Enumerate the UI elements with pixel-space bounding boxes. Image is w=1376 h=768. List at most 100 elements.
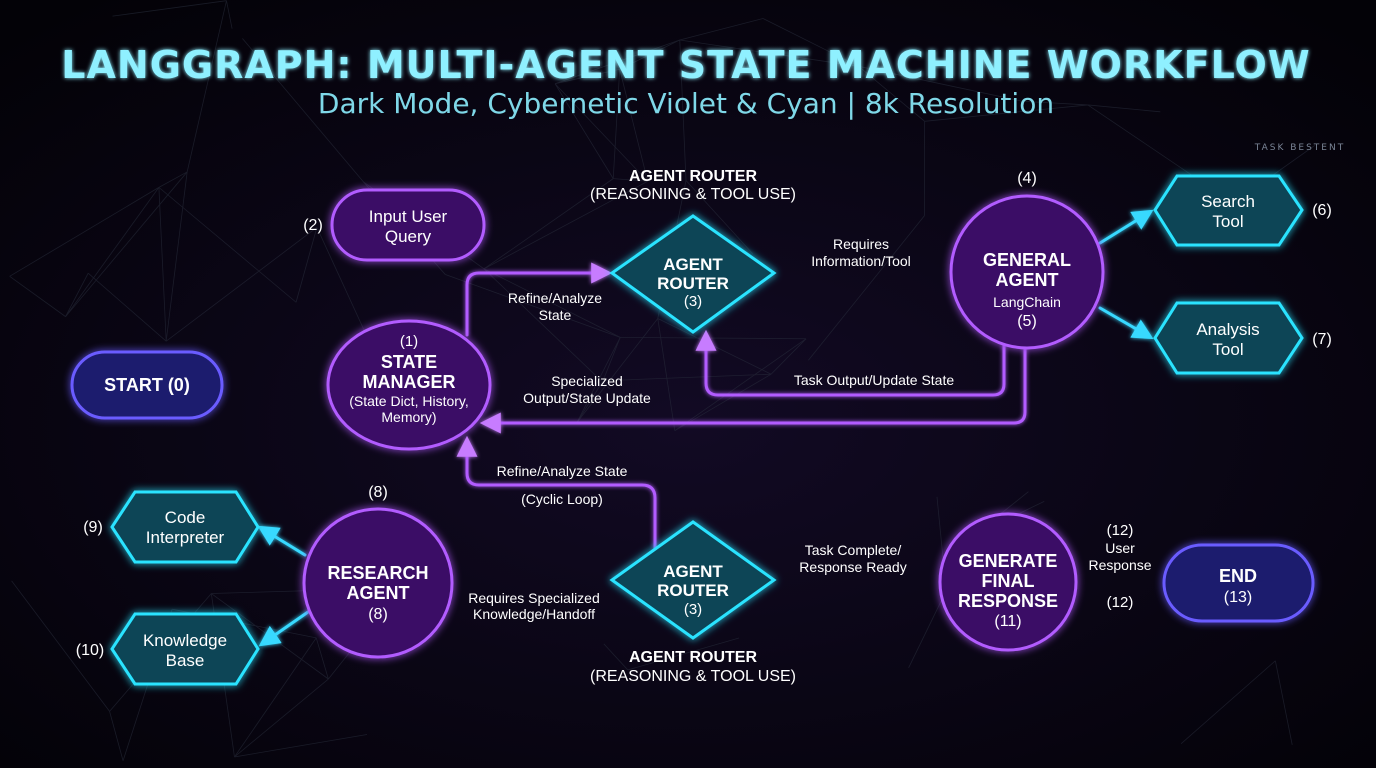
edge-label-user-response-number-bottom: (12) <box>1107 594 1134 611</box>
general-agent-number-above: (4) <box>1017 170 1037 187</box>
state-manager-detail-1: (State Dict, History, <box>349 393 469 409</box>
code-interpreter-node[interactable]: Code Interpreter <box>110 490 260 564</box>
final-response-node[interactable]: GENERATE FINAL RESPONSE (11) <box>938 512 1078 652</box>
background-line <box>109 711 124 761</box>
input-user-query-node[interactable]: Input User Query <box>330 188 486 262</box>
edge-label-task-complete-2: Response Ready <box>799 559 906 575</box>
background-line <box>603 643 629 671</box>
background-line <box>87 272 167 342</box>
background-line <box>858 66 925 122</box>
agent-router-bottom-node[interactable]: AGENT ROUTER (3) <box>609 520 777 640</box>
background-line <box>186 0 227 173</box>
background-line <box>619 69 649 182</box>
background-line <box>576 380 604 423</box>
background-line <box>576 337 621 423</box>
background-line <box>657 318 676 431</box>
research-agent-number: (8) <box>368 606 388 623</box>
background-line <box>234 734 368 758</box>
state-manager-node[interactable]: (1) STATE MANAGER (State Dict, History, … <box>326 319 492 451</box>
edge-label-refine-analyze-1: Refine/Analyze <box>508 290 602 306</box>
edge-label-task-complete-1: Task Complete/ <box>805 542 902 558</box>
knowledge-base-node[interactable]: Knowledge Base <box>110 612 260 686</box>
agent-router-top-number: (3) <box>684 293 702 310</box>
edge-label-specialized-output-1: Specialized <box>551 373 623 389</box>
background-line <box>234 678 329 758</box>
background-line <box>554 39 680 85</box>
agent-router-top-label-1: AGENT <box>663 255 723 274</box>
general-agent-label-2: AGENT <box>996 270 1059 290</box>
router-top-caption-2: (REASONING & TOOL USE) <box>590 186 796 203</box>
router-bottom-caption-1: AGENT ROUTER <box>629 649 757 666</box>
background-line <box>112 0 227 17</box>
background-line <box>11 580 110 712</box>
analysis-tool-label-2: Tool <box>1212 340 1243 359</box>
background-line <box>679 39 687 181</box>
agent-router-top-node[interactable]: AGENT ROUTER (3) <box>609 214 777 334</box>
final-response-label-2: FINAL <box>982 571 1035 591</box>
router-top-caption-1: AGENT ROUTER <box>629 168 757 185</box>
edge-general-to-analysis-tool <box>1098 306 1154 340</box>
background-line <box>234 637 317 758</box>
background-line <box>627 637 740 671</box>
end-node-number: (13) <box>1224 589 1252 606</box>
state-manager-label-2: MANAGER <box>363 372 456 392</box>
edge-general-agent-task-output <box>695 329 1006 397</box>
agent-router-bottom-label-1: AGENT <box>663 562 723 581</box>
search-tool-label-1: Search <box>1201 192 1255 211</box>
background-line <box>483 178 614 270</box>
research-agent-node[interactable]: RESEARCH AGENT (8) <box>302 507 454 659</box>
background-line <box>165 227 318 342</box>
edge-research-to-knowledge-base <box>258 610 310 647</box>
background-line <box>554 83 614 179</box>
edge-label-requires-specialized-1: Requires Specialized <box>468 590 600 606</box>
background-line <box>602 337 621 381</box>
edge-state-manager-to-router-top <box>465 262 613 337</box>
knowledge-base-label-1: Knowledge <box>143 631 227 650</box>
end-node[interactable]: END (13) <box>1162 543 1315 623</box>
analysis-tool-number: (7) <box>1312 331 1332 348</box>
analysis-tool-node[interactable]: Analysis Tool <box>1153 301 1304 375</box>
background-line <box>679 39 859 67</box>
background-line <box>9 187 160 277</box>
edge-label-refine-analyze-2: State <box>539 307 572 323</box>
background-line <box>858 65 1023 102</box>
background-line <box>1022 100 1088 106</box>
general-agent-detail: LangChain <box>993 294 1061 310</box>
background-line <box>315 637 329 680</box>
background-line <box>762 18 859 67</box>
search-tool-number: (6) <box>1312 202 1332 219</box>
analysis-tool-label-1: Analysis <box>1196 320 1259 339</box>
search-tool-node[interactable]: Search Tool <box>1153 174 1304 247</box>
edge-general-to-search-tool <box>1098 209 1154 245</box>
edge-label-requires-info-1: Requires <box>833 236 889 252</box>
knowledge-base-number: (10) <box>76 642 104 659</box>
end-node-label: END <box>1219 566 1257 586</box>
state-manager-detail-2: Memory) <box>381 409 436 425</box>
background-line <box>924 104 1088 122</box>
background-line <box>1180 660 1276 745</box>
background-line <box>808 215 925 361</box>
background-line <box>674 338 807 432</box>
edge-label-specialized-output-2: Output/State Update <box>523 390 651 406</box>
background-line <box>1274 660 1293 745</box>
start-node[interactable]: START (0) <box>70 350 224 420</box>
background-line <box>445 274 621 338</box>
background-line <box>679 18 764 41</box>
final-response-label-1: GENERATE <box>959 551 1058 571</box>
router-bottom-caption-2: (REASONING & TOOL USE) <box>590 668 796 685</box>
agent-router-bottom-label-2: ROUTER <box>657 581 729 600</box>
edge-general-agent-to-state-manager <box>479 338 1027 434</box>
input-user-query-label-1: Input User <box>369 207 448 226</box>
background-line <box>158 187 167 342</box>
background-line <box>576 318 659 423</box>
background-line <box>295 227 318 303</box>
background-line <box>158 187 297 303</box>
general-agent-node[interactable]: GENERAL AGENT LangChain (5) <box>949 194 1105 350</box>
edge-label-user-response-2: Response <box>1088 557 1151 573</box>
agent-router-bottom-number: (3) <box>684 601 702 618</box>
background-line <box>226 0 233 29</box>
edge-label-user-response-number-top: (12) <box>1107 522 1134 539</box>
general-agent-number: (5) <box>1017 313 1037 330</box>
background-line <box>554 68 620 85</box>
